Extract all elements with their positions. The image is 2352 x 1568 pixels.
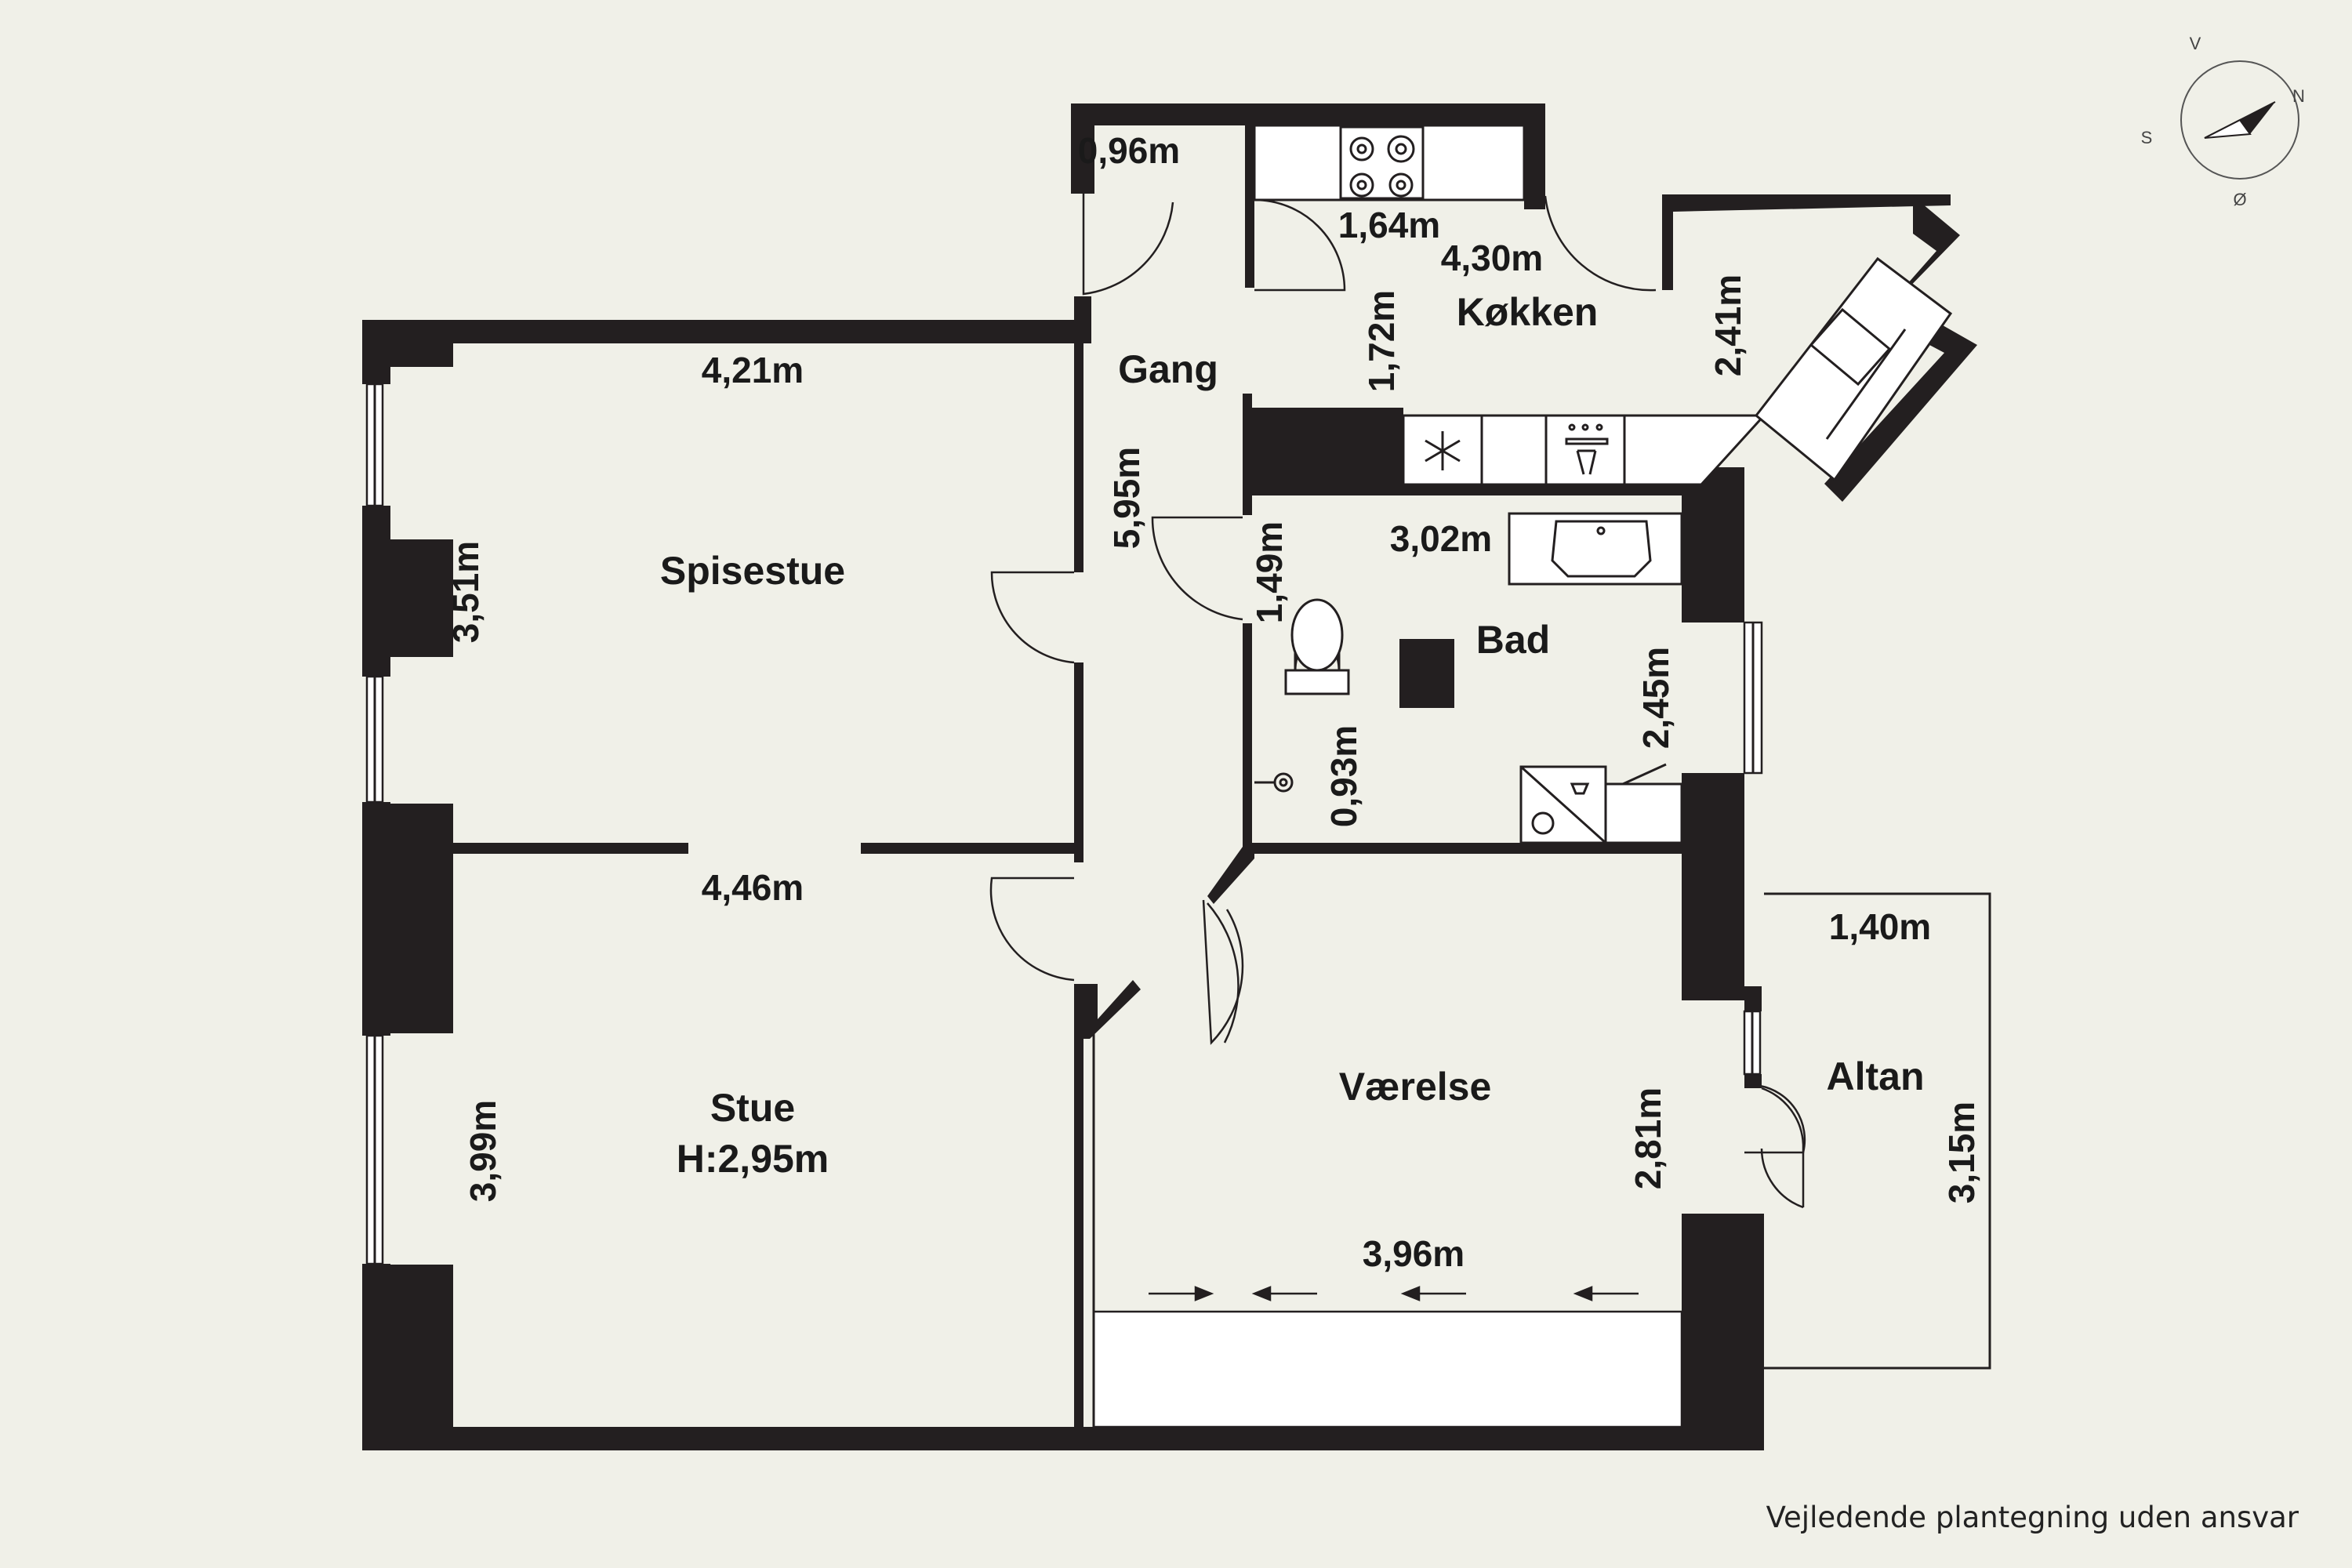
dim-bad-east: 2,45m — [1635, 647, 1676, 749]
snowflake-glyph — [1425, 431, 1461, 470]
pier-1 — [384, 539, 453, 657]
walls — [362, 103, 1977, 1450]
thin-walls — [1092, 892, 1991, 1439]
wall-vaerelse-corner — [1083, 980, 1141, 1039]
compass-o: Ø — [2233, 190, 2246, 209]
dim-stue-depth: 3,99m — [463, 1100, 503, 1202]
wall-kitchen-south — [1403, 485, 1686, 495]
room-vaerelse: Værelse — [1339, 1065, 1492, 1109]
dim-stue-width: 4,46m — [702, 867, 804, 908]
pier-3 — [384, 1265, 453, 1449]
door-spisestue[interactable] — [990, 571, 1075, 664]
wall-kitchen-east — [1662, 194, 1951, 290]
wall-gang-east-1 — [1245, 125, 1254, 288]
dim-kitchen-width: 4,30m — [1441, 238, 1543, 278]
dim-stove-counter: 1,64m — [1338, 205, 1440, 245]
door-entry[interactable] — [1082, 192, 1174, 296]
room-spisestue: Spisestue — [660, 549, 845, 593]
compass-v: V — [2190, 34, 2201, 53]
dim-spisestue-width: 4,21m — [702, 350, 804, 390]
window-arrows — [1149, 1286, 1639, 1301]
wall-east-1 — [1682, 467, 1744, 622]
wall-bad-south — [1243, 843, 1686, 854]
wall-gang-stub — [1074, 296, 1091, 321]
fixtures — [1149, 124, 1953, 1301]
room-stue-height: H:2,95m — [677, 1137, 829, 1181]
compass-n: N — [2292, 86, 2305, 106]
dim-vaerelse-depth: 2,81m — [1628, 1087, 1668, 1189]
windows — [365, 383, 1763, 1265]
compass-s: S — [2141, 128, 2153, 147]
toilet-tank — [1284, 669, 1350, 695]
room-kokken: Køkken — [1457, 290, 1599, 334]
vaerelse-window-sill — [1092, 1310, 1683, 1428]
dim-kitchen-east: 2,41m — [1708, 274, 1748, 376]
dim-bad-width: 3,02m — [1390, 518, 1492, 559]
wall-south — [362, 1427, 1764, 1450]
dim-bad-west: 1,49m — [1249, 521, 1290, 623]
door-altan[interactable] — [1760, 1087, 1805, 1209]
doors — [989, 192, 1806, 1209]
wall-bad-nw — [1243, 495, 1252, 515]
disclaimer-text: Vejledende plantegning uden ansvar — [1766, 1501, 2299, 1534]
wall-vaerelse-ne — [1207, 847, 1254, 904]
wall-tiny — [1083, 1439, 1093, 1443]
wall-east-3 — [1682, 1214, 1764, 1450]
wall-partition-right — [861, 843, 1080, 854]
pier-2 — [384, 804, 453, 1033]
basin-icon — [1551, 520, 1652, 578]
room-bad: Bad — [1476, 618, 1550, 662]
shower-icon — [1273, 772, 1294, 793]
wall-east-2 — [1682, 773, 1744, 1000]
balcony-outline — [1764, 892, 1991, 1370]
sink-icon — [1809, 307, 1892, 387]
dim-gang-length: 5,95m — [1106, 447, 1147, 549]
dim-entry: 0,96m — [1078, 130, 1180, 171]
wall-east-stub — [1744, 986, 1762, 1011]
wall-east-stub-2 — [1744, 1074, 1762, 1088]
door-vaerelse[interactable] — [1202, 899, 1244, 1045]
dim-altan-depth: 3,15m — [1941, 1102, 1982, 1203]
dim-altan-width: 1,40m — [1829, 906, 1931, 947]
wall-gang-west-3 — [1074, 984, 1083, 1431]
wall-bad-block — [1399, 639, 1454, 708]
wall-bad-west — [1243, 623, 1252, 851]
wall-gang-west-1 — [1074, 343, 1083, 572]
wall-north-kitchen — [1071, 103, 1545, 125]
dimension-labels: 0,96m 1,64m 4,30m 1,72m 2,41m 4,21m 5,95… — [445, 130, 1982, 1274]
dryer-counter — [1604, 782, 1683, 844]
dim-vaerelse-width: 3,96m — [1363, 1233, 1465, 1274]
wall-north-spisestue — [362, 320, 1091, 343]
wall-kitchen-block — [1243, 408, 1403, 495]
door-bad[interactable] — [1151, 516, 1243, 621]
door-kitchen[interactable] — [1254, 198, 1346, 292]
door-stue[interactable] — [989, 877, 1075, 982]
dim-bad-alcove: 0,93m — [1323, 725, 1364, 827]
wall-kitchen-ne — [1524, 103, 1545, 209]
dim-kitchen-west: 1,72m — [1361, 290, 1402, 392]
compass-icon: N S V Ø — [2141, 34, 2305, 209]
wall-gang-west-2 — [1074, 662, 1083, 862]
wall-kitchen-stub — [1243, 394, 1252, 417]
door-kitchen-east[interactable] — [1544, 195, 1657, 292]
room-stue: Stue — [710, 1086, 795, 1130]
wall-partition-left — [451, 843, 688, 854]
room-altan: Altan — [1827, 1054, 1925, 1098]
room-labels: Spisestue Stue H:2,95m Gang Køkken Bad V… — [660, 290, 1925, 1181]
dim-spisestue-depth: 3,51m — [445, 541, 486, 643]
room-gang: Gang — [1118, 347, 1218, 391]
